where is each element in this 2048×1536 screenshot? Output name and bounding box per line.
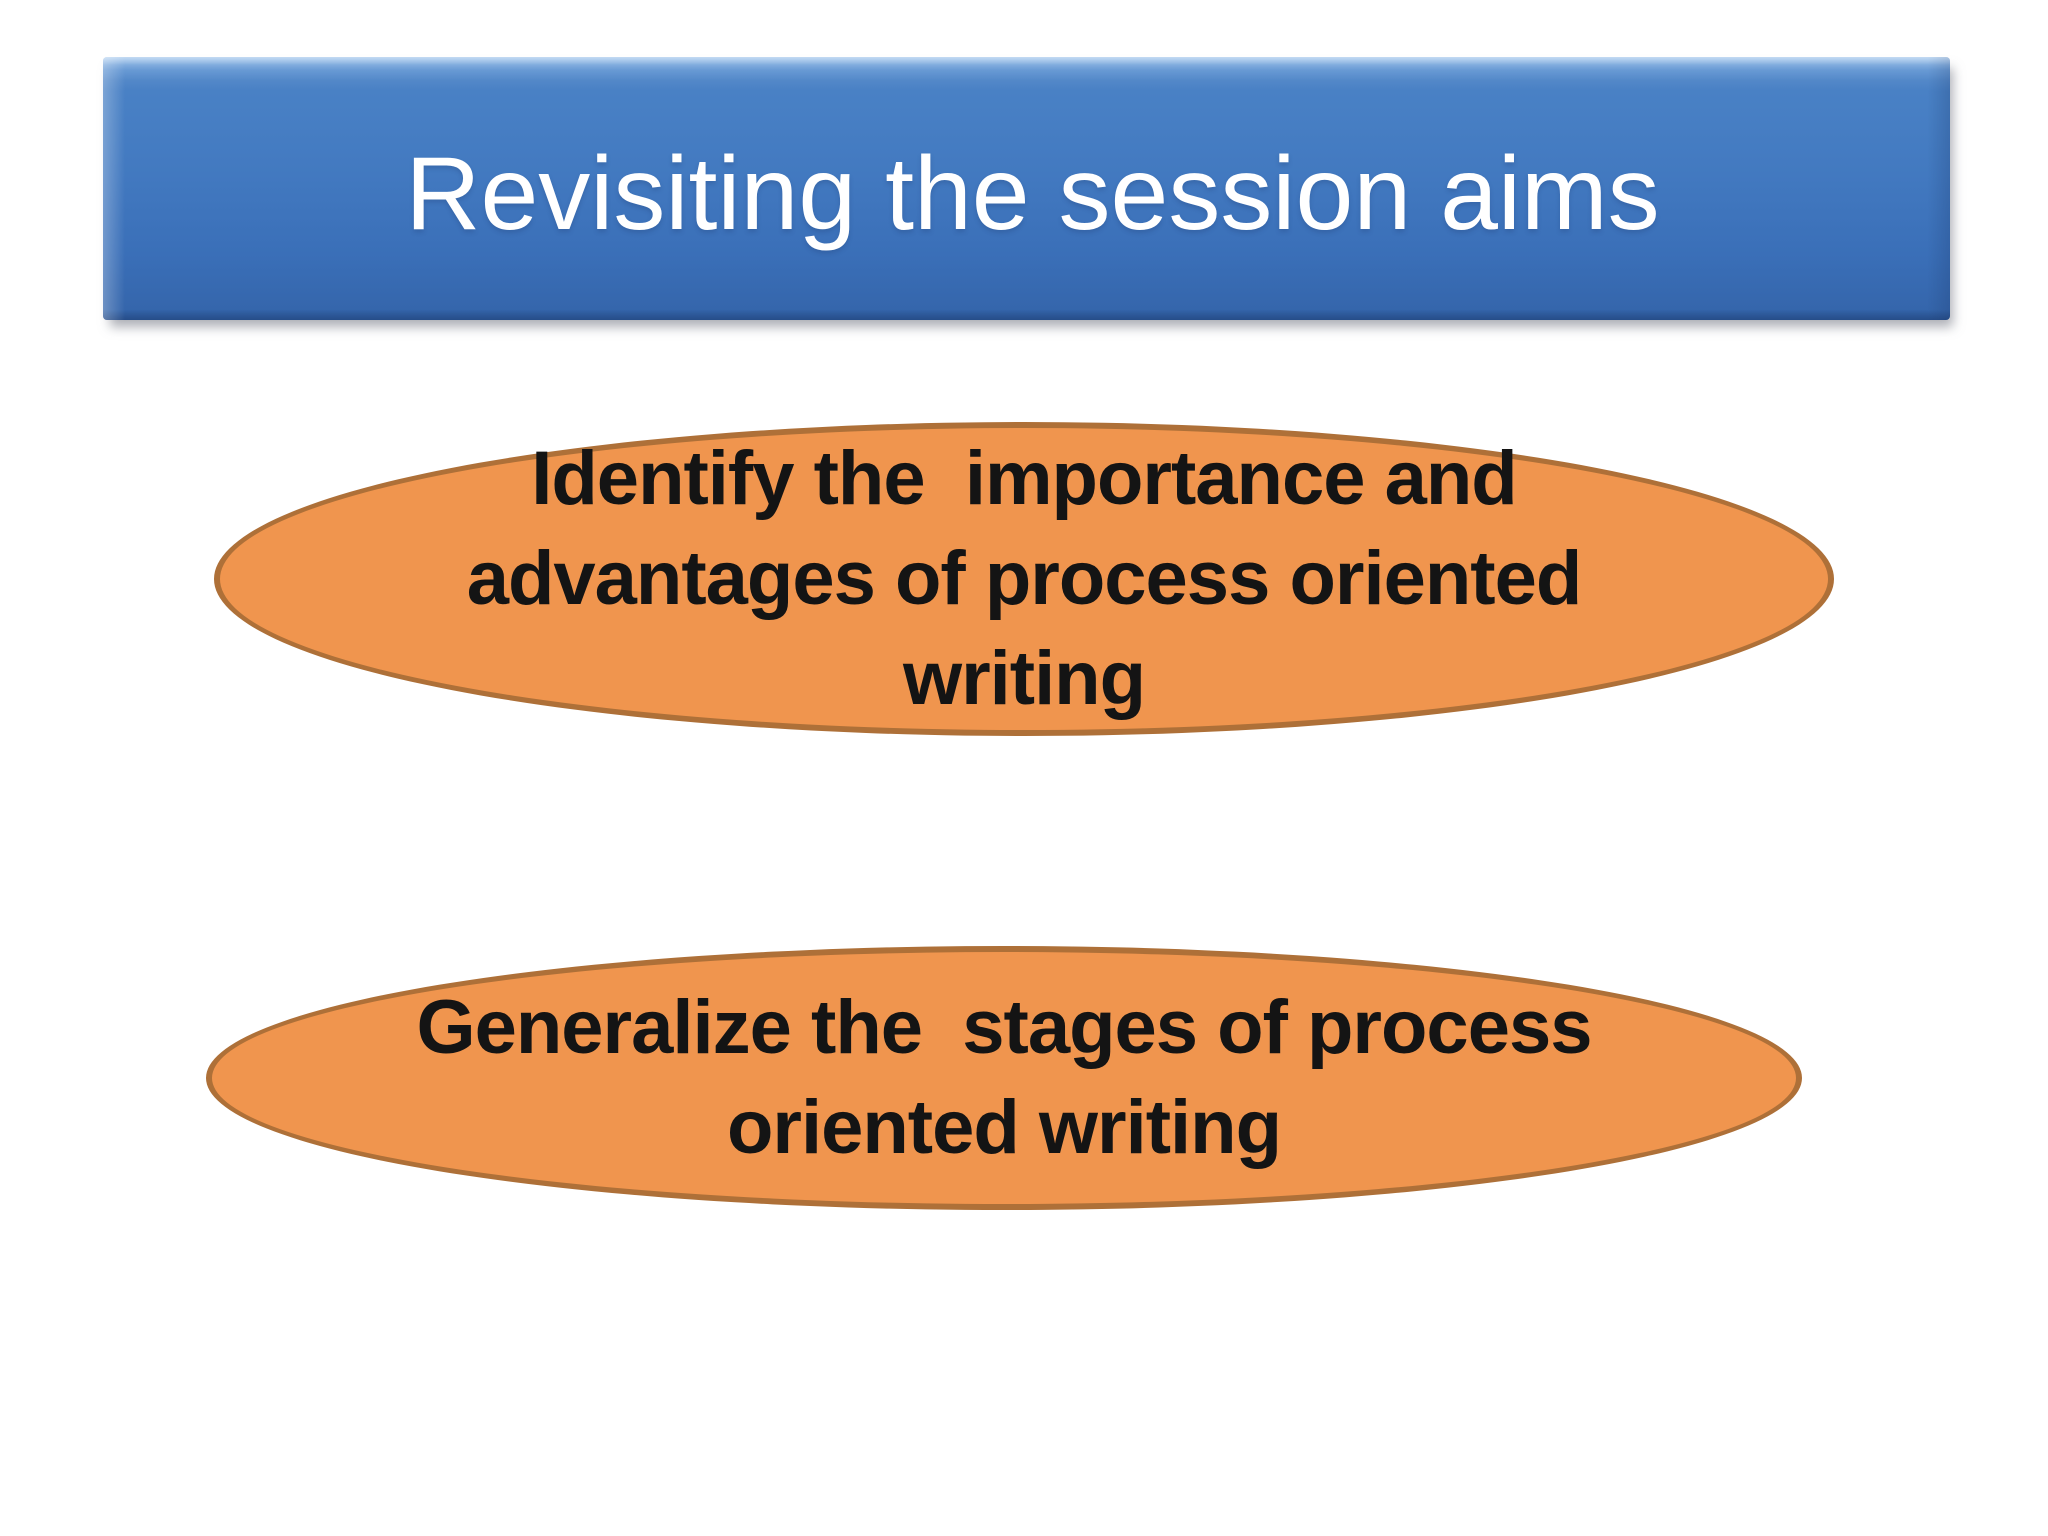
title-banner: Revisiting the session aims: [103, 57, 1950, 320]
aim-text-line: oriented writing: [727, 1085, 1282, 1170]
aim-text-line: Generalize the stages of process: [416, 985, 1592, 1070]
aim-ellipse-identify: Identify the importance and advantages o…: [214, 422, 1834, 736]
aim-ellipse-generalize: Generalize the stages of process oriente…: [206, 946, 1802, 1210]
aim-text-line: advantages of process oriented: [466, 536, 1583, 621]
aim-text-line: writing: [902, 636, 1146, 721]
aim-text-line: Identify the importance and: [531, 436, 1517, 521]
slide-title: Revisiting the session aims: [405, 136, 1660, 252]
